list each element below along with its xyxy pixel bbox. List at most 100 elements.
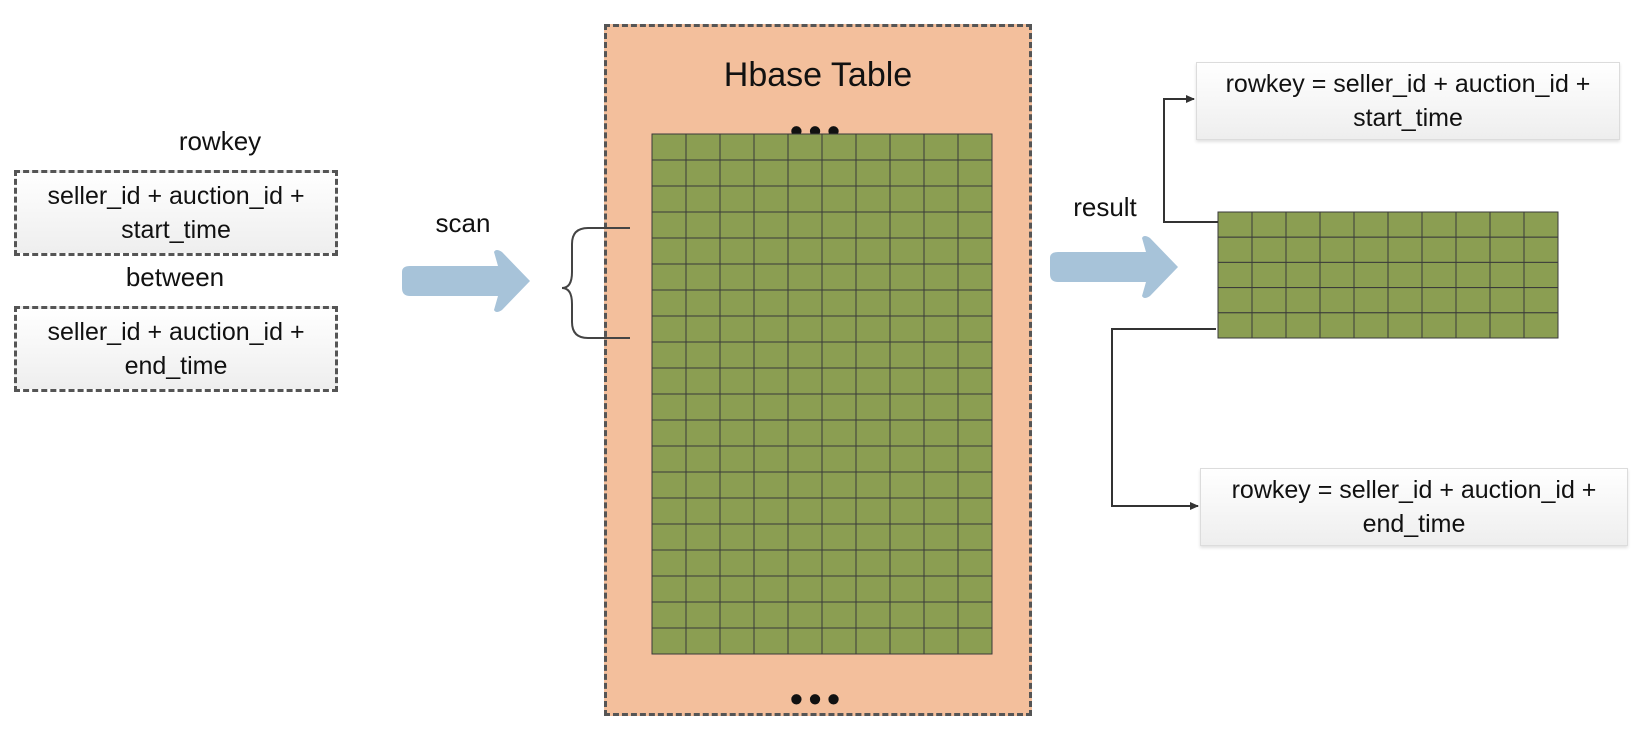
result-end-rowkey-box: rowkey = seller_id + auction_id + end_ti… xyxy=(1200,468,1628,546)
hbase-table-cell xyxy=(787,445,823,473)
hbase-table-cell xyxy=(923,575,959,603)
hbase-table-cell xyxy=(821,237,857,265)
result-table-cell xyxy=(1387,261,1423,289)
hbase-table-cell xyxy=(753,523,789,551)
hbase-table-cell xyxy=(787,159,823,187)
hbase-table-cell xyxy=(821,211,857,239)
result-table-cell xyxy=(1489,261,1525,289)
hbase-table-cell xyxy=(821,575,857,603)
result-table-cell xyxy=(1353,287,1389,314)
result-table-cell xyxy=(1387,211,1423,238)
result-start-rowkey-box: rowkey = seller_id + auction_id + start_… xyxy=(1196,62,1620,140)
result-label: result xyxy=(1073,192,1137,222)
hbase-table-cell xyxy=(753,185,789,213)
hbase-table-cell xyxy=(719,159,755,187)
hbase-table-cell xyxy=(855,549,891,577)
hbase-table-cell xyxy=(651,523,687,551)
hbase-table-cell xyxy=(719,289,755,317)
result-table-cell xyxy=(1319,287,1355,314)
hbase-table-cell xyxy=(855,497,891,525)
hbase-table-cell xyxy=(685,263,721,291)
hbase-table-cell xyxy=(855,237,891,265)
hbase-table-cell xyxy=(651,133,687,161)
hbase-table-cell xyxy=(651,341,687,369)
hbase-table-cell xyxy=(923,315,959,343)
hbase-table-cell xyxy=(753,497,789,525)
result-table-cell xyxy=(1217,261,1253,289)
result-table-cell xyxy=(1523,287,1559,314)
hbase-table-cell xyxy=(787,289,823,317)
hbase-table-cell xyxy=(719,237,755,265)
result-table-cell xyxy=(1353,261,1389,289)
hbase-table-cell xyxy=(957,601,993,629)
hbase-table-cell xyxy=(923,471,959,499)
hbase-table-cell xyxy=(821,367,857,395)
hbase-table-cell xyxy=(685,393,721,421)
result-table-cell xyxy=(1251,211,1287,238)
hbase-table-cell xyxy=(855,315,891,343)
result-table-grid xyxy=(1217,211,1559,339)
hbase-table-cell xyxy=(957,523,993,551)
hbase-table-cell xyxy=(753,367,789,395)
hbase-table-cell xyxy=(787,263,823,291)
hbase-table-cell xyxy=(719,471,755,499)
hbase-table-cell xyxy=(957,315,993,343)
hbase-table-cell xyxy=(719,523,755,551)
start-rowkey-box: seller_id + auction_id + start_time xyxy=(14,170,338,256)
scan-label: scan xyxy=(435,208,491,238)
result-end-line2: end_time xyxy=(1362,510,1466,538)
hbase-table-cell xyxy=(685,211,721,239)
hbase-table-cell xyxy=(821,263,857,291)
result-table-cell xyxy=(1217,287,1253,314)
scan-range-brace xyxy=(561,227,630,339)
result-table-cell xyxy=(1251,236,1287,263)
hbase-table-cell xyxy=(923,211,959,239)
hbase-table-cell xyxy=(889,549,925,577)
hbase-table-cell xyxy=(889,393,925,421)
hbase-table-cell xyxy=(889,341,925,369)
hbase-table-cell xyxy=(651,367,687,395)
hbase-table-cell xyxy=(957,211,993,239)
result-table-cell xyxy=(1285,211,1321,238)
end-rowkey-line1: seller_id + auction_id + xyxy=(47,318,305,346)
hbase-table-cell xyxy=(923,263,959,291)
hbase-table-cell xyxy=(753,549,789,577)
hbase-table-cell xyxy=(957,367,993,395)
hbase-table-cell xyxy=(753,159,789,187)
hbase-table-cell xyxy=(787,341,823,369)
result-table-cell xyxy=(1421,211,1457,238)
hbase-table-cell xyxy=(821,497,857,525)
connector-to-end-box xyxy=(1111,328,1216,510)
hbase-table-cell xyxy=(923,159,959,187)
hbase-table-cell xyxy=(685,575,721,603)
hbase-table-cell xyxy=(719,185,755,213)
hbase-table-cell xyxy=(753,211,789,239)
hbase-table-cell xyxy=(651,497,687,525)
rowkey-label: rowkey xyxy=(178,126,262,156)
hbase-table-cell xyxy=(957,471,993,499)
result-table-cell xyxy=(1217,211,1253,238)
result-table-cell xyxy=(1421,236,1457,263)
hbase-table-cell xyxy=(855,159,891,187)
hbase-table-cell xyxy=(957,627,993,655)
result-table-cell xyxy=(1251,287,1287,314)
hbase-table-cell xyxy=(957,263,993,291)
hbase-table-cell xyxy=(685,523,721,551)
hbase-table-cell xyxy=(855,133,891,161)
hbase-table-cell xyxy=(889,419,925,447)
hbase-table-cell xyxy=(821,601,857,629)
hbase-table-cell xyxy=(889,601,925,629)
result-table-cell xyxy=(1217,236,1253,263)
hbase-table-cell xyxy=(753,627,789,655)
hbase-table-cell xyxy=(685,419,721,447)
end-rowkey-line2: end_time xyxy=(124,352,228,380)
result-table-cell xyxy=(1251,261,1287,289)
hbase-table-cell xyxy=(821,393,857,421)
hbase-table-cell xyxy=(719,575,755,603)
result-table-cell xyxy=(1489,236,1525,263)
start-rowkey-line1: seller_id + auction_id + xyxy=(47,182,305,210)
result-table-cell xyxy=(1217,312,1253,339)
hbase-table-cell xyxy=(923,341,959,369)
hbase-table-cell xyxy=(651,471,687,499)
